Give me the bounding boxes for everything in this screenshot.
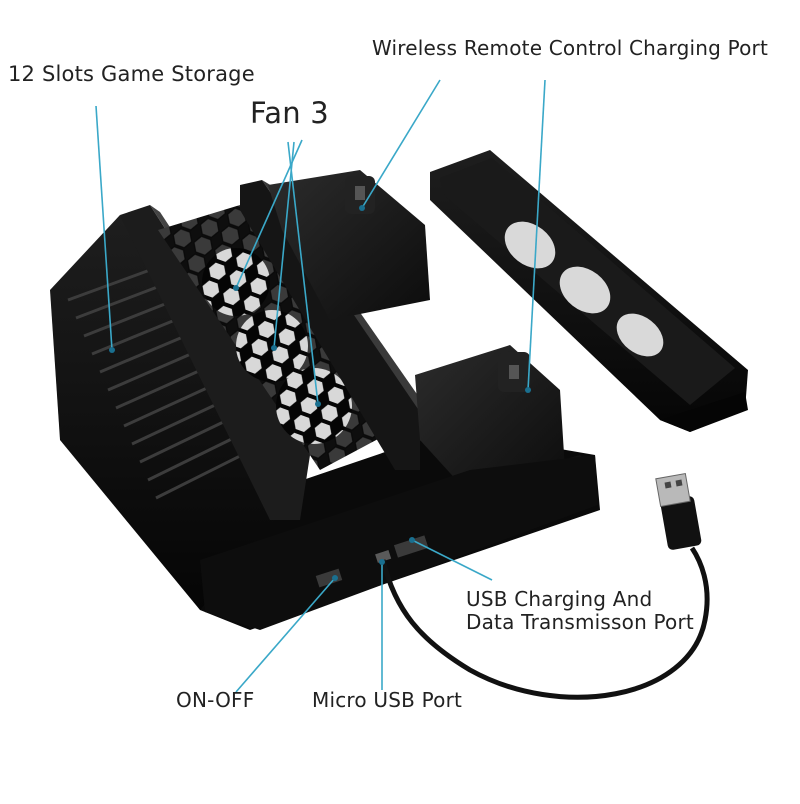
usb-port-label: USB Charging And Data Transmisson Port (466, 588, 694, 634)
stand-base (50, 170, 600, 630)
micro-usb-port-label: Micro USB Port (312, 688, 463, 712)
detachable-bracket (430, 150, 748, 432)
fan-label: Fan 3 (250, 96, 329, 130)
usb-port-label-line1: USB Charging And (466, 587, 653, 611)
callout-lines (95, 79, 546, 693)
on-off-label: ON-OFF (176, 688, 255, 712)
usb-cable (380, 473, 710, 700)
game-storage-label: 12 Slots Game Storage (8, 62, 255, 86)
remote-charging-port-label: Wireless Remote Control Charging Port (372, 36, 769, 60)
usb-port-label-line2: Data Transmisson Port (466, 610, 694, 634)
